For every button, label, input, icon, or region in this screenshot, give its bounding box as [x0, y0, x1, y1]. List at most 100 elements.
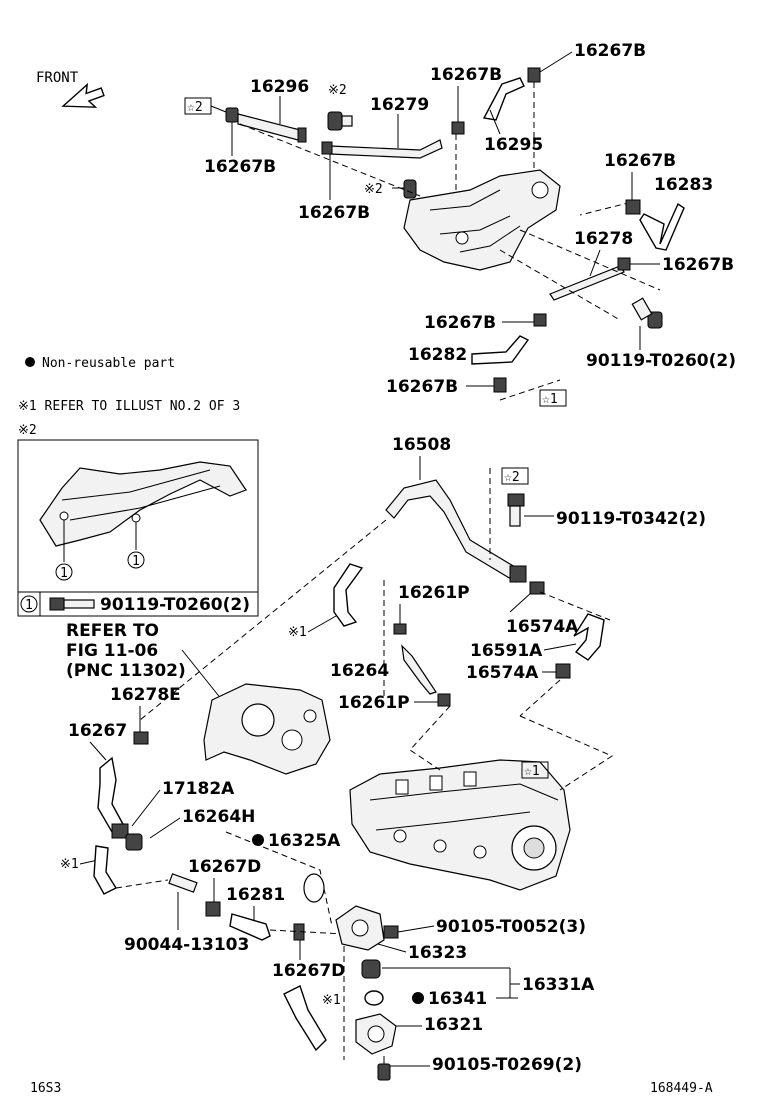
star2-upper: ☆2 — [187, 100, 203, 115]
front-label: FRONT — [36, 70, 79, 86]
bolt-ref2-icon — [327, 111, 343, 131]
inset-callout-circle-1 — [55, 563, 73, 581]
inset-housing — [39, 461, 247, 547]
label-16341: 16341 — [428, 989, 487, 1009]
bolt-ref2-thread — [341, 115, 353, 127]
sensor-90044-13103 — [168, 873, 198, 893]
bolt-90105-T0269-icon — [377, 1063, 391, 1081]
hose-ref1-bottom — [283, 985, 327, 1052]
label-16267B-6: 16267B — [662, 255, 734, 275]
pipe-16508 — [385, 479, 521, 583]
inset-callout-circle-2 — [127, 551, 145, 569]
label-16508: 16508 — [392, 435, 451, 455]
note-non-reusable: Non-reusable part — [42, 356, 175, 371]
pipe-16279 — [329, 139, 443, 159]
clip-16278E — [133, 731, 149, 745]
upper-assembly: ☆2 16296 ※2 16279 16267B 16267B 16267B 1… — [184, 41, 736, 407]
clip-16267B-e — [625, 199, 641, 215]
star2-box-lower — [501, 467, 529, 485]
star1-box-lower — [521, 761, 549, 779]
label-16323: 16323 — [408, 943, 467, 963]
clip-16267B-a — [225, 107, 239, 123]
cylinder-block — [349, 759, 571, 891]
lower-assembly: 16508 ☆2 90119-T0342(2) ※1 16261P 16264 … — [60, 435, 706, 1081]
label-16267B-5: 16267B — [604, 151, 676, 171]
label-16325A: 16325A — [268, 831, 341, 851]
label-90044-13103: 90044-13103 — [124, 935, 249, 955]
hose-ref1-lower — [93, 845, 118, 895]
hose-16282 — [471, 335, 530, 365]
hose-16283 — [639, 202, 685, 251]
inset-bolt-thread — [63, 599, 95, 609]
label-16267B-1: 16267B — [204, 157, 276, 177]
label-16267D-1: 16267D — [188, 857, 261, 877]
bolt-90119-T0260-thread — [631, 297, 653, 321]
label-16267B-8: 16267B — [386, 377, 458, 397]
label-16331A: 16331A — [522, 975, 595, 995]
mark-ref1-lower: ※1 — [60, 857, 79, 872]
label-90105-T0269: 90105-T0269(2) — [432, 1055, 582, 1075]
inset-frame — [17, 439, 259, 617]
hose-16281 — [229, 913, 271, 941]
footer-left-code: 16S3 — [30, 1081, 61, 1096]
label-16278E: 16278E — [110, 685, 181, 705]
star1-lower: ☆1 — [524, 764, 540, 779]
label-16574A-1: 16574A — [506, 617, 579, 637]
label-90105-T0052: 90105-T0052(3) — [436, 917, 586, 937]
label-16261P-1: 16261P — [398, 583, 470, 603]
svg-text:1: 1 — [60, 566, 68, 581]
label-16267B-2: 16267B — [298, 203, 370, 223]
pipe-16278 — [549, 265, 625, 301]
inset-bolt-icon — [49, 597, 65, 611]
svg-text:1: 1 — [25, 598, 33, 613]
ring-17182A — [111, 823, 129, 839]
refer-line3: (PNC 11302) — [66, 661, 186, 681]
label-16267B-3: 16267B — [430, 65, 502, 85]
bolt-90105-T0052-icon — [383, 925, 399, 939]
label-16281: 16281 — [226, 885, 285, 905]
clip-16267B-b — [321, 141, 333, 155]
inset-callout-part: 90119-T0260(2) — [100, 595, 250, 615]
label-16261P-2: 16261P — [338, 693, 410, 713]
label-16574A-2: 16574A — [466, 663, 539, 683]
clip-16267B-d — [527, 67, 541, 83]
clip-16267B-c — [451, 121, 465, 135]
hose-16264 — [401, 644, 437, 695]
label-16264H: 16264H — [182, 807, 255, 827]
note-ref2-mark: ※2 — [18, 423, 37, 438]
bolt-90119-T0260-icon — [647, 311, 663, 329]
label-16282: 16282 — [408, 345, 467, 365]
star2-lower: ☆2 — [504, 470, 520, 485]
label-90119-T0342: 90119-T0342(2) — [556, 509, 706, 529]
inset-legend-circle — [20, 595, 38, 613]
pipe-16508-end — [509, 565, 527, 583]
non-reusable-16325A-icon — [252, 834, 264, 846]
mark-ref2-bolt: ※2 — [328, 83, 347, 98]
label-16264: 16264 — [330, 661, 389, 681]
mark-ref1-upper: ※1 — [288, 625, 307, 640]
pipe-16296-end — [297, 127, 307, 143]
hose-16591A — [573, 613, 605, 661]
label-16321: 16321 — [424, 1015, 483, 1035]
label-90119-T0260: 90119-T0260(2) — [586, 351, 736, 371]
thermostat-16331A — [361, 959, 381, 979]
hose-16295 — [482, 77, 525, 121]
clamp-16264H — [125, 833, 143, 851]
clip-16267D-a — [205, 901, 221, 917]
label-16267B-4: 16267B — [574, 41, 646, 61]
footer-right-code: 168449-A — [650, 1081, 713, 1096]
label-16278: 16278 — [574, 229, 633, 249]
label-16591A: 16591A — [470, 641, 543, 661]
label-16267D-2: 16267D — [272, 961, 345, 981]
svg-text:1: 1 — [132, 554, 140, 569]
front-arrow-icon — [61, 82, 105, 108]
clip-16574A-b — [555, 663, 571, 679]
label-16295: 16295 — [484, 135, 543, 155]
bolt-ref2-lower-icon — [403, 179, 417, 199]
gasket-16341 — [364, 990, 384, 1006]
star1-box-upper — [539, 389, 567, 407]
star1-upper: ☆1 — [542, 392, 558, 407]
label-16283: 16283 — [654, 175, 713, 195]
refer-line1: REFER TO — [66, 621, 159, 641]
clip-16267B-f — [617, 257, 631, 271]
